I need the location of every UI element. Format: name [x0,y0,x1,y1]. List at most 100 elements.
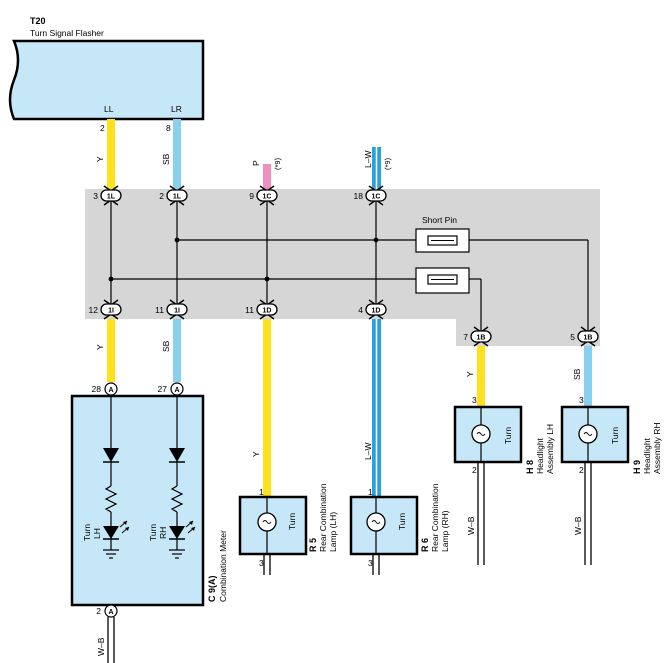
junction-block: Short Pin 1L 3 1L 2 1C 9 1C [85,185,600,347]
connector-bottom-3: 1D 11 [245,299,278,320]
connector-top-1: 1L 3 [93,185,122,206]
svg-text:Rear Combination: Rear Combination [318,483,328,552]
flasher-pin-ll: LL [104,104,114,114]
svg-text:3: 3 [472,395,477,405]
svg-text:R 5: R 5 [308,538,318,552]
svg-text:2: 2 [96,606,101,616]
svg-text:SB: SB [572,368,582,380]
svg-text:1D: 1D [263,308,272,315]
flasher-pin-lr: LR [171,104,182,114]
svg-text:L–W: L–W [363,443,373,460]
connector-bottom-5: 1B 7 [463,326,492,347]
svg-text:RH: RH [158,527,168,539]
svg-text:Turn: Turn [148,524,158,541]
flasher-name: Turn Signal Flasher [30,28,104,38]
svg-text:H 9: H 9 [632,460,642,474]
meter-box [70,394,205,607]
svg-text:Rear Combination: Rear Combination [430,483,440,552]
svg-text:2: 2 [472,465,477,475]
svg-text:W–B: W–B [573,516,583,535]
headlight-lh: 3 Turn 2 W–B H 8 Headlight Assembly LH [453,395,555,565]
svg-text:Turn: Turn [503,427,513,444]
svg-text:7: 7 [463,332,468,342]
svg-text:C 9(A): C 9(A) [207,575,217,602]
wire-y-meter [107,319,115,382]
wire-label-p: P [251,160,261,166]
svg-text:Headlight: Headlight [642,437,652,474]
svg-text:Assembly LH: Assembly LH [545,424,555,474]
svg-text:27: 27 [158,384,168,394]
wire-label-sb: SB [161,153,171,165]
svg-text:1L: 1L [107,194,116,201]
svg-text:Assembly RH: Assembly RH [652,423,662,474]
wire-note-9a: (*9) [273,157,282,170]
svg-text:1B: 1B [477,335,486,342]
svg-text:Turn: Turn [287,513,297,530]
svg-text:1I: 1I [174,308,180,315]
wire-label-y: Y [95,156,105,162]
svg-text:5: 5 [570,332,575,342]
svg-text:4: 4 [358,305,363,315]
rear-lamp-lh: 1 Turn 3 R 5 Rear Combination Lamp (LH) [238,483,338,575]
svg-text:1B: 1B [584,335,593,342]
svg-text:3: 3 [259,558,264,568]
svg-text:R 6: R 6 [420,538,430,552]
svg-text:W–B: W–B [466,516,476,535]
connector-bottom-2: 1I 11 [155,299,188,320]
svg-text:9: 9 [249,191,254,201]
lower-wires: Y SB Y L–W Y SB [95,319,592,497]
svg-text:11: 11 [155,305,164,315]
svg-text:LH: LH [92,528,102,539]
connector-bottom-4: 1D 4 [358,299,387,320]
wire-note-9b: (*9) [383,157,392,170]
svg-text:2: 2 [579,465,584,475]
turn-signal-flasher: T20 Turn Signal Flasher LL LR 2 8 [8,16,205,133]
wire-y-h8 [477,346,485,407]
connector-bottom-6: 1B 5 [570,326,599,347]
short-pin-label: Short Pin [422,215,457,225]
wire-sb-h9 [584,346,592,407]
svg-text:Turn: Turn [397,513,407,530]
connector-bottom-1: 1I 12 [89,299,122,320]
svg-text:Y: Y [251,451,261,457]
svg-text:18: 18 [354,191,364,201]
diode-rh-icon [169,448,185,462]
wire-sb-top [173,119,181,189]
led-lh-icon [103,526,119,539]
connector-top-3: 1C 9 [249,185,278,206]
svg-text:Y: Y [95,344,105,350]
svg-text:3: 3 [93,191,98,201]
resistor-rh-icon [170,485,184,513]
svg-text:1: 1 [259,487,264,497]
wire-p-top [263,164,271,189]
svg-text:Y: Y [465,371,475,377]
svg-text:28: 28 [92,384,102,394]
svg-text:1D: 1D [372,308,381,315]
wire-y-top [107,119,115,189]
svg-text:1: 1 [368,487,373,497]
connector-top-4: 1C 18 [354,185,387,206]
svg-text:Lamp (LH): Lamp (LH) [328,512,338,552]
upper-wires: Y SB P (*9) L–W (*9) [95,119,392,189]
rear-lamp-rh: 1 Turn 3 R 6 Rear Combination Lamp (RH) [349,483,450,575]
short-pin-1 [415,228,470,253]
svg-text:Headlight: Headlight [535,437,545,474]
flasher-pin-2: 2 [100,123,105,133]
svg-text:1C: 1C [263,194,272,201]
resistor-lh-icon [104,485,118,513]
svg-text:W–B: W–B [96,637,106,656]
wire-y-r5 [263,319,271,497]
svg-text:H 8: H 8 [525,460,535,474]
svg-text:A: A [108,609,113,616]
svg-text:Turn: Turn [82,524,92,541]
svg-text:12: 12 [89,305,99,315]
ground-lh-icon [103,549,119,559]
svg-text:1C: 1C [372,194,381,201]
svg-text:3: 3 [579,395,584,405]
svg-text:1L: 1L [173,194,182,201]
flasher-box [8,39,205,121]
led-rh-icon [169,526,185,539]
headlight-rh: 3 Turn 2 W–B H 9 Headlight Assembly RH [560,395,662,565]
svg-text:2: 2 [159,191,164,201]
svg-text:11: 11 [245,305,254,315]
